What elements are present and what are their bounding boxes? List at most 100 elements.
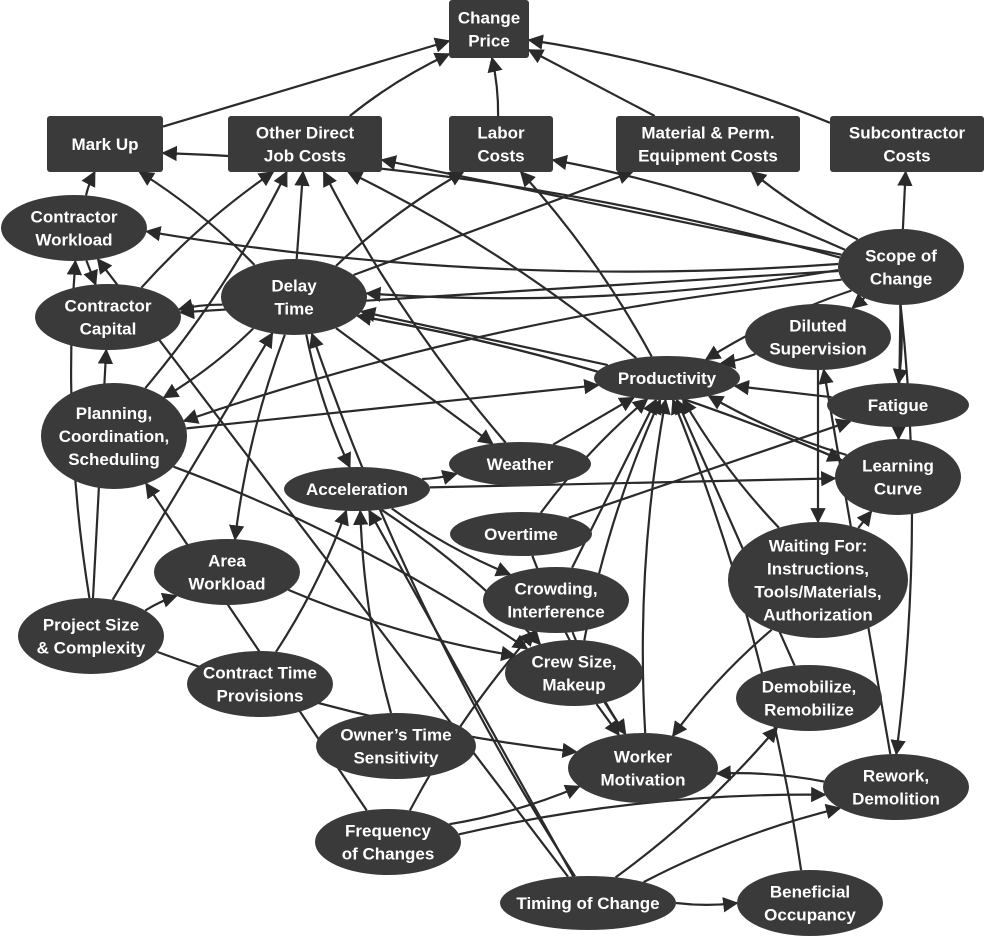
arrow-scope-of-change-to-labor-costs xyxy=(551,154,846,251)
node-label-line: Owner’s Time xyxy=(340,726,451,745)
node-frequency: Frequency of Changes xyxy=(315,809,461,875)
arrow-timing-to-delay-time xyxy=(309,332,576,877)
node-label-line: Overtime xyxy=(484,525,558,544)
node-label-line: Price xyxy=(468,32,510,51)
node-label-line: Project Size xyxy=(43,616,139,635)
node-shape xyxy=(568,733,718,803)
arrow-waiting-for-to-worker-motivation xyxy=(671,628,773,738)
node-shape xyxy=(835,439,961,515)
arrow-contractor-capital-to-other-direct xyxy=(140,171,275,289)
node-label-line: Change xyxy=(870,270,932,289)
node-shape xyxy=(228,116,382,172)
arrow-delay-time-to-weather xyxy=(335,327,494,445)
node-shape xyxy=(728,522,908,638)
arrow-delay-time-to-area-workload xyxy=(229,334,286,541)
arrow-productivity-to-delay-time xyxy=(359,307,609,367)
node-shape xyxy=(284,467,430,511)
arrow-productivity-to-other-direct xyxy=(346,171,637,359)
node-label-line: Acceleration xyxy=(306,480,408,499)
arrow-planning-to-other-direct xyxy=(144,170,288,389)
arrow-overtime-to-fatigue xyxy=(568,418,852,519)
node-shape xyxy=(18,598,164,674)
node-label-line: Workload xyxy=(188,575,265,594)
node-label-line: Contractor xyxy=(31,208,118,227)
arrow-subcontractor-to-change-price xyxy=(527,34,831,124)
node-rework: Rework,Demolition xyxy=(823,754,969,820)
node-label-line: Equipment Costs xyxy=(638,147,778,166)
node-label-line: Weather xyxy=(487,455,554,474)
arrow-fatigue-to-productivity xyxy=(733,379,832,399)
arrow-delay-time-to-acceleration xyxy=(305,334,351,469)
node-label-line: Interference xyxy=(507,603,604,622)
arrow-scope-of-change-to-planning xyxy=(182,278,842,424)
node-shape xyxy=(221,259,367,335)
node-label-line: & Complexity xyxy=(37,639,146,658)
arrow-timing-to-contractor-workload xyxy=(96,257,569,878)
node-label-line: Contractor xyxy=(65,297,152,316)
node-label-line: Waiting For: xyxy=(769,537,868,556)
node-label-line: Sensitivity xyxy=(353,749,439,768)
arrow-mark-up-to-change-price xyxy=(162,37,451,128)
node-shape xyxy=(823,754,969,820)
node-label-line: Frequency xyxy=(345,822,432,841)
node-label-line: Makeup xyxy=(542,676,605,695)
arrow-acceleration-to-learning-curve xyxy=(429,471,837,489)
arrow-scope-of-change-to-subcontractor xyxy=(897,170,913,230)
arrow-planning-to-crew-size xyxy=(173,465,529,650)
node-label-line: Scheduling xyxy=(68,450,160,469)
arrow-acceleration-to-crowding xyxy=(391,507,512,577)
node-shape xyxy=(449,442,591,486)
node-demobilize: Demobilize,Remobilize xyxy=(736,665,882,731)
node-label-line: Costs xyxy=(477,147,524,166)
node-timing: Timing of Change xyxy=(500,876,676,930)
arrow-acceleration-to-weather xyxy=(422,470,458,485)
arrow-waiting-for-to-productivity xyxy=(682,398,780,529)
node-shape xyxy=(594,356,740,400)
node-project-size: Project Size & Complexity xyxy=(18,598,164,674)
arrow-scope-of-change-to-material xyxy=(750,171,859,241)
arrow-owners-time-to-acceleration xyxy=(353,509,393,714)
node-label-line: Curve xyxy=(874,480,922,499)
node-shape xyxy=(827,383,969,427)
node-label-line: Rework, xyxy=(863,767,929,786)
node-label-line: Occupancy xyxy=(764,906,856,925)
arrow-overtime-to-productivity xyxy=(539,398,649,514)
node-planning: Planning,Coordination,Scheduling xyxy=(41,383,187,489)
node-productivity: Productivity xyxy=(594,356,740,400)
arrow-frequency-to-rework xyxy=(458,786,827,836)
arrow-delay-time-to-labor-costs xyxy=(335,171,465,267)
arrow-scope-of-change-to-contractor-workload xyxy=(145,226,839,273)
node-label-line: Tools/Materials, xyxy=(754,583,881,602)
arrow-area-workload-to-crew-size xyxy=(287,588,517,662)
node-label-line: Beneficial xyxy=(770,883,850,902)
node-label-line: Supervision xyxy=(769,340,866,359)
node-label-line: Mark Up xyxy=(71,135,138,154)
node-shape xyxy=(187,651,333,717)
node-shape xyxy=(838,229,964,305)
arrow-material-to-change-price xyxy=(527,49,656,117)
node-shape xyxy=(616,116,800,172)
node-label-line: Provisions xyxy=(217,687,304,706)
arrow-delay-time-to-contractor-capital xyxy=(177,298,223,314)
arrow-labor-costs-to-change-price xyxy=(487,56,503,117)
arrow-diluted-supervision-to-productivity xyxy=(719,352,756,369)
arrow-timing-to-acceleration xyxy=(368,509,575,877)
arrow-delay-time-to-other-direct xyxy=(294,170,310,260)
node-acceleration: Acceleration xyxy=(284,467,430,511)
node-shape xyxy=(449,116,553,172)
node-shape xyxy=(47,116,163,172)
node-label-line: of Changes xyxy=(342,845,435,864)
node-shape xyxy=(745,304,891,370)
arrow-project-size-to-area-workload xyxy=(144,592,178,612)
